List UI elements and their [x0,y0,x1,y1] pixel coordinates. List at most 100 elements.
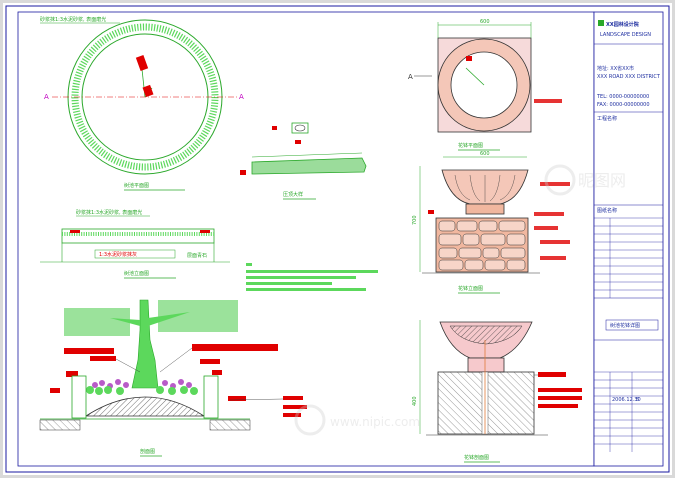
company-name: XX园林设计院 [606,21,639,28]
ground-strip-left [39,419,81,431]
section-callout-2 [192,344,278,351]
axis-marker-right: A [239,93,244,101]
elev-title: 树池立面图 [124,270,149,277]
elev-mid-note: 1:3水泥砂浆抹灰 [99,251,137,258]
planter-wall-right [203,375,219,419]
pot-elev-callout-5 [540,256,566,260]
pot-plan-dim-text: 600 [480,19,490,25]
watermark-logo-text: 昵图网 [578,171,626,190]
section-callout-8 [50,388,60,393]
pot-elev-callout-1 [540,182,570,186]
pot-bowl-ribs [454,174,516,202]
pot-elev-title: 花钵立面图 [458,285,483,292]
section-leader-2 [159,347,193,373]
section-leader-1 [115,358,141,373]
pot-elevation: 600 700 花钵立面图 [412,151,570,294]
note-line-5 [246,288,366,291]
detail-dim [251,152,363,158]
axis-marker-left: A [44,93,49,101]
pot-plan-title: 花钵平面图 [458,142,483,149]
section-callout-11 [283,413,301,417]
coping-detail: 压顶大样 [240,122,367,200]
watermark-logo-icon [544,164,576,196]
tree-pit-plan: A A 砂浆抹1:3水泥砂浆, 表面磨光 树池平面图 [40,16,244,191]
outer-frame [5,5,670,473]
pot-elev-callout-2 [534,212,564,216]
project-label: 工程名称 [597,115,617,122]
drawing-name-box [605,319,659,331]
pot-section-dim-text: 400 [412,396,418,406]
pot-elev-callout-3 [534,226,558,230]
pot-plan-tag [466,56,472,61]
elev-tag-right [200,230,210,233]
plan-tag-1 [135,55,149,71]
company-logo [598,20,604,26]
elev-note: 砂浆抹1:3水泥砂浆, 表面磨光 [76,209,142,216]
revision-grid [594,217,663,298]
detail-tag-left [272,126,277,130]
pot-section-title: 花钵剖面图 [464,454,489,461]
detail-mark [291,122,309,134]
address-line-3: TEL: 0000-00000000 [596,94,649,100]
planter-wall-left [71,375,87,419]
pedestal-stones [438,220,526,271]
plan-title: 树池平面图 [124,182,149,189]
info-grid [594,371,663,452]
address-line-4: FAX: 0000-00000000 [597,102,650,108]
section-callout-3 [90,356,116,361]
note-line-4 [246,282,332,285]
note-line-1 [246,263,252,266]
planting-section: 剖面图 [39,299,307,457]
pot-neck [465,203,505,215]
pot-elev-side-tag-1 [428,210,434,214]
detail-tag-bottom [295,140,301,144]
pot-elev-dim-side-text: 700 [412,215,418,225]
pot-plan: 600 A 花钵平面图 [408,19,562,151]
section-callout-10 [283,405,307,409]
note-line-2 [246,270,378,273]
pot-plan-callout [534,99,562,103]
elev-right-note: 层面青石 [187,252,207,259]
watermark: 昵图网 www.nipic.com [294,164,626,436]
company-name-en: LANDSCAPE DESIGN [600,32,651,38]
note-line-3 [246,276,356,279]
tree-canopy-left [64,308,130,336]
plan-note: 砂浆抹1:3水泥砂浆, 表面磨光 [40,16,106,23]
plan-tag-2 [142,84,154,98]
pot-section-soil [449,325,523,345]
section-callout-4 [200,359,220,364]
section-title: 剖面图 [140,448,155,455]
watermark-logo-icon-2 [294,404,326,436]
address-line-1: 地址: XX省XX市 [597,65,634,72]
watermark-site: www.nipic.com [330,415,420,429]
detail-mark-ellipse [294,124,306,132]
pot-elev-dim-text: 600 [480,151,490,157]
tree-branch-2 [148,312,190,326]
drawing-name: 树池花钵详图 [610,322,640,329]
drawing-date: 2006.12.30 [612,397,641,403]
pot-section: 400 花钵剖面图 [412,320,582,463]
title-block-frame [593,11,664,467]
section-callout-5 [66,371,78,377]
detail-section-slab [251,157,367,175]
ground-strip-right [209,419,251,431]
tree-pit-elevation: 砂浆抹1:3水泥砂浆, 表面磨光 1:3水泥砂浆抹灰 层面青石 树池立面图 [40,209,230,279]
elev-tag-left [70,230,80,233]
elev-mid-box [94,249,176,259]
pot-elev-callout-4 [540,240,570,244]
planter-soil-mound [84,396,206,417]
address-line-2: XXX ROAD XXX DISTRICT [597,74,661,80]
pot-section-callout-1 [538,372,566,377]
pot-section-callout-3 [538,396,582,400]
pot-section-callout-2 [538,388,582,392]
title-block: XX园林设计院 LANDSCAPE DESIGN 地址: XX省XX市 XXX … [593,11,664,467]
sheet-number: 5 [636,397,639,403]
section-callout-7 [228,396,246,401]
section-callout-6 [212,370,222,375]
pot-plan-radius [465,67,485,86]
pot-section-neck [467,357,505,373]
drawing-label: 图纸名称 [597,207,617,214]
pot-section-callout-4 [538,404,578,408]
section-callout-9 [283,396,303,400]
